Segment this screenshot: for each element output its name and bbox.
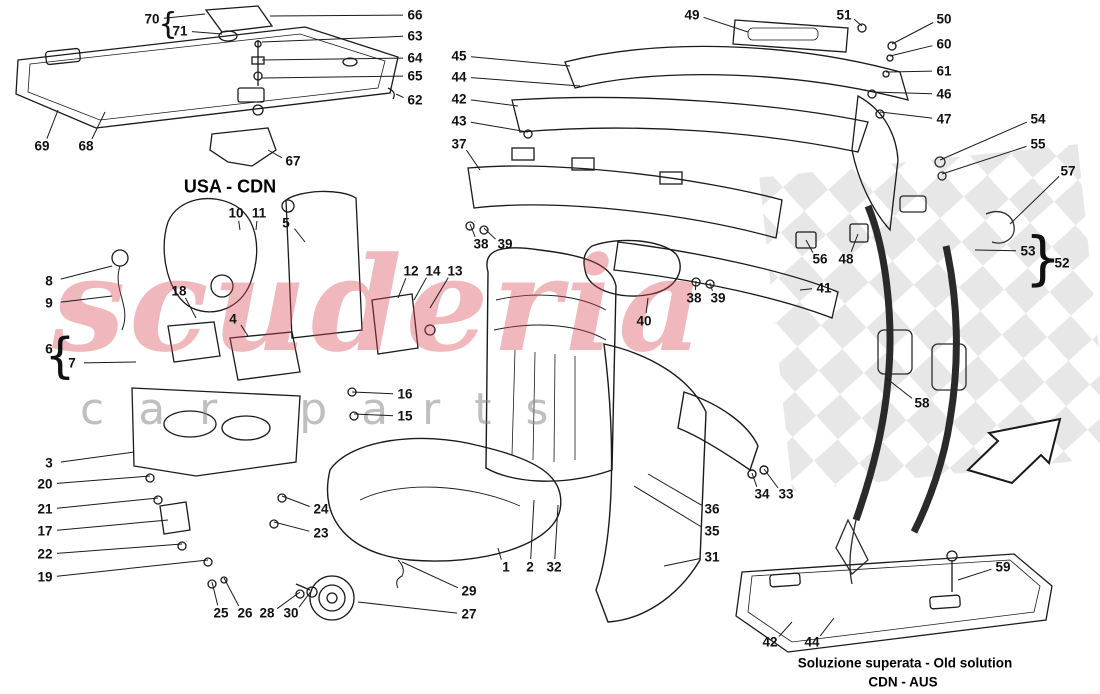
- part-number-16: 16: [397, 386, 413, 402]
- part-number-51: 51: [836, 7, 852, 23]
- part-number-43: 43: [451, 113, 467, 129]
- part-number-37: 37: [451, 136, 467, 152]
- part-number-27: 27: [461, 606, 477, 622]
- part-number-1: 1: [502, 559, 510, 575]
- part-number-48: 48: [838, 251, 854, 267]
- part-number-15: 15: [397, 408, 413, 424]
- seat-belts-drawing: [835, 156, 1015, 585]
- part-number-69: 69: [34, 138, 50, 154]
- part-number-12: 12: [403, 263, 419, 279]
- part-number-21: 21: [37, 501, 53, 517]
- part-number-60: 60: [936, 36, 952, 52]
- part-number-70: 70: [144, 11, 160, 27]
- part-number-19: 19: [37, 569, 53, 585]
- part-number-55: 55: [1030, 136, 1046, 152]
- part-number-46: 46: [936, 86, 952, 102]
- direction-arrow: [966, 417, 1062, 485]
- old-solution-label: Soluzione superata - Old solution: [797, 655, 1013, 671]
- parcel-shelf-drawing: [15, 5, 399, 167]
- rear-seat-drawing: [326, 239, 769, 623]
- part-number-24: 24: [313, 501, 329, 517]
- part-number-38: 38: [686, 290, 702, 306]
- part-number-9: 9: [45, 295, 53, 311]
- part-number-61: 61: [936, 63, 952, 79]
- part-number-42: 42: [762, 634, 778, 650]
- part-number-33: 33: [778, 486, 794, 502]
- part-number-50: 50: [936, 11, 952, 27]
- grouping-brace: }: [1024, 224, 1062, 292]
- part-number-34: 34: [754, 486, 770, 502]
- part-number-30: 30: [283, 605, 299, 621]
- part-number-32: 32: [546, 559, 562, 575]
- part-number-56: 56: [812, 251, 828, 267]
- part-number-67: 67: [285, 153, 301, 169]
- part-number-54: 54: [1030, 111, 1046, 127]
- part-number-39: 39: [497, 236, 513, 252]
- part-number-45: 45: [451, 48, 467, 64]
- part-number-47: 47: [936, 111, 952, 127]
- part-number-14: 14: [425, 263, 441, 279]
- part-number-53: 53: [1020, 243, 1036, 259]
- part-number-38: 38: [473, 236, 489, 252]
- part-number-2: 2: [526, 559, 534, 575]
- part-number-68: 68: [78, 138, 94, 154]
- part-number-49: 49: [684, 7, 700, 23]
- part-number-25: 25: [213, 605, 229, 621]
- part-number-22: 22: [37, 546, 53, 562]
- part-number-57: 57: [1060, 163, 1076, 179]
- part-number-20: 20: [37, 476, 53, 492]
- part-number-65: 65: [407, 68, 423, 84]
- part-number-3: 3: [45, 455, 53, 471]
- part-number-71: 71: [172, 23, 188, 39]
- part-number-41: 41: [816, 280, 832, 296]
- part-number-18: 18: [171, 283, 187, 299]
- grouping-brace: {: [158, 7, 178, 42]
- rear-shelf-drawing: [465, 19, 909, 319]
- part-number-31: 31: [704, 549, 720, 565]
- part-number-63: 63: [407, 28, 423, 44]
- watermark-primary: scuderia: [52, 228, 707, 381]
- part-number-17: 17: [37, 523, 53, 539]
- part-number-7: 7: [68, 355, 76, 371]
- part-number-10: 10: [228, 205, 244, 221]
- part-number-5: 5: [282, 215, 290, 231]
- part-number-62: 62: [407, 92, 423, 108]
- checker-flag-watermark: [759, 144, 1100, 491]
- part-number-8: 8: [45, 273, 53, 289]
- part-number-23: 23: [313, 525, 329, 541]
- part-number-36: 36: [704, 501, 720, 517]
- part-number-64: 64: [407, 50, 423, 66]
- grouping-brace: {: [44, 328, 76, 384]
- part-number-40: 40: [636, 313, 652, 329]
- part-number-44: 44: [451, 69, 467, 85]
- old-solution-region-label: CDN - AUS: [868, 674, 938, 690]
- part-number-29: 29: [461, 583, 477, 599]
- part-number-11: 11: [251, 205, 267, 221]
- part-number-52: 52: [1054, 255, 1070, 271]
- part-number-35: 35: [704, 523, 720, 539]
- part-number-59: 59: [995, 559, 1011, 575]
- part-number-58: 58: [914, 395, 930, 411]
- part-number-42: 42: [451, 91, 467, 107]
- part-number-4: 4: [229, 311, 237, 327]
- part-number-39: 39: [710, 290, 726, 306]
- armrest-console-drawing: [111, 190, 436, 621]
- watermark-secondary: car parts: [80, 384, 583, 435]
- region-label: USA - CDN: [183, 176, 277, 197]
- part-number-66: 66: [407, 7, 423, 23]
- part-number-28: 28: [259, 605, 275, 621]
- part-number-13: 13: [447, 263, 463, 279]
- old-solution-shelf-drawing: [735, 550, 1053, 653]
- part-number-44: 44: [804, 634, 820, 650]
- part-number-26: 26: [237, 605, 253, 621]
- part-number-6: 6: [45, 341, 53, 357]
